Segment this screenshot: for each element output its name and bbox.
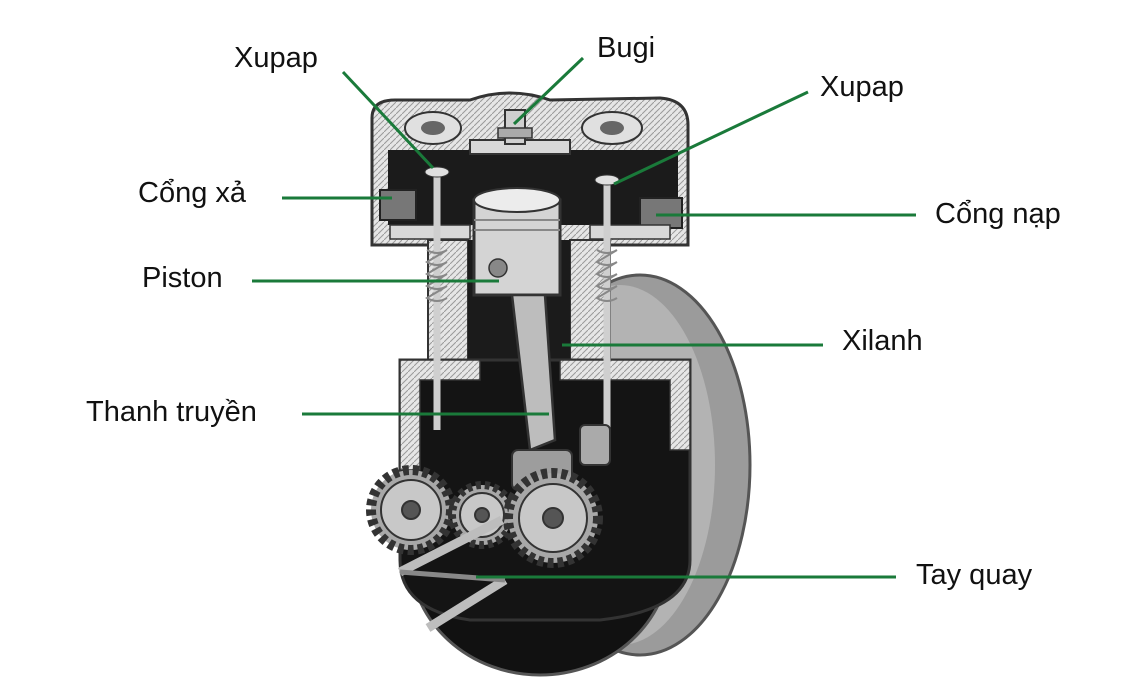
label-thanh-truyen: Thanh truyền — [86, 396, 257, 428]
leader-xupap-right — [613, 90, 809, 186]
valves — [424, 166, 620, 430]
label-cong-nap: Cổng nạp — [935, 198, 1061, 230]
label-xilanh: Xilanh — [842, 325, 923, 357]
leader-xupap-left — [341, 70, 435, 170]
label-xupap-left: Xupap — [234, 42, 318, 74]
label-piston: Piston — [142, 262, 223, 294]
gears — [366, 465, 603, 568]
label-xupap-right: Xupap — [820, 71, 904, 103]
valve-caps — [404, 111, 643, 145]
leader-bugi — [512, 56, 585, 126]
label-bugi: Bugi — [597, 32, 656, 64]
crank-handle — [397, 515, 508, 632]
label-cong-xa: Cổng xả — [138, 177, 247, 209]
piston — [472, 187, 562, 297]
label-tay-quay: Tay quay — [916, 559, 1033, 591]
spark-plug — [497, 109, 533, 145]
leader-lines — [252, 56, 916, 579]
